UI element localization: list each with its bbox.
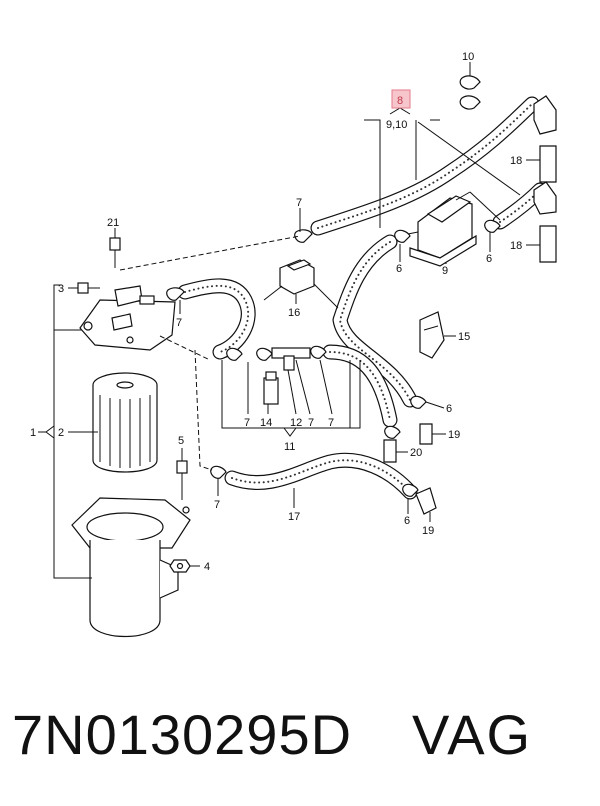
- label-17: 17: [288, 511, 300, 523]
- label-8: 8: [397, 95, 403, 107]
- label-9-10: 9,10: [386, 119, 407, 131]
- nut-4: [169, 559, 191, 573]
- valve-9: [397, 191, 501, 267]
- label-10: 10: [462, 51, 474, 63]
- label-7-g2: 7: [308, 417, 314, 429]
- label-2: 2: [58, 427, 64, 439]
- pipe-ends-18: [533, 95, 557, 263]
- label-5: 5: [178, 435, 184, 447]
- label-16: 16: [288, 307, 300, 319]
- label-7-bottom: 7: [214, 499, 220, 511]
- hose-upper-right: [310, 96, 540, 236]
- label-7-g1: 7: [244, 417, 250, 429]
- hose-center-s: [332, 234, 418, 408]
- parts-diagram: 1 2 3 4 5 21 7 7 7 7 14 12 7 7 11 16 17 …: [30, 51, 557, 637]
- label-6-a: 6: [396, 263, 402, 275]
- bolt-5: [176, 460, 188, 500]
- bolt-21: [109, 237, 121, 268]
- bracket-15: [419, 311, 445, 359]
- hose-left-loop: [177, 278, 256, 360]
- label-6-d: 6: [404, 515, 410, 527]
- label-19-b: 19: [422, 525, 434, 537]
- label-7-top: 7: [296, 197, 302, 209]
- hose-center-lower: [322, 344, 398, 428]
- filter-housing-1: [71, 497, 191, 637]
- label-1: 1: [30, 427, 36, 439]
- filter-flange-3: [79, 285, 176, 351]
- hose-bottom-17: [224, 452, 418, 500]
- label-7-g3: 7: [328, 417, 334, 429]
- brand-name: VAG: [412, 703, 533, 766]
- label-11: 11: [284, 441, 295, 453]
- part-number: 7N0130295D: [12, 703, 353, 766]
- label-6-c: 6: [446, 403, 452, 415]
- pipe-ends-19-20: [383, 423, 437, 515]
- label-4: 4: [204, 561, 210, 573]
- label-6-b: 6: [486, 253, 492, 265]
- clamps: [166, 75, 501, 497]
- label-3: 3: [58, 283, 64, 295]
- label-20: 20: [410, 447, 422, 459]
- connector-16: [279, 259, 315, 295]
- label-19-a: 19: [448, 429, 460, 441]
- sensor-14: [263, 371, 279, 405]
- bolt-3: [77, 282, 100, 294]
- label-21: 21: [107, 217, 119, 229]
- label-15: 15: [458, 331, 470, 343]
- tee-12: [271, 347, 311, 371]
- label-8-highlight: [391, 89, 411, 109]
- footer: 7N0130295D VAG: [0, 700, 600, 790]
- filter-element-2: [92, 372, 158, 473]
- label-12: 12: [290, 417, 302, 429]
- label-14: 14: [260, 417, 272, 429]
- leader-lines: [38, 62, 540, 579]
- label-18-a: 18: [510, 155, 522, 167]
- label-7-left: 7: [176, 317, 182, 329]
- label-18-b: 18: [510, 240, 522, 252]
- callout-labels: 1 2 3 4 5 21 7 7 7 7 14 12 7 7 11 16 17 …: [30, 51, 522, 573]
- label-9: 9: [442, 265, 448, 277]
